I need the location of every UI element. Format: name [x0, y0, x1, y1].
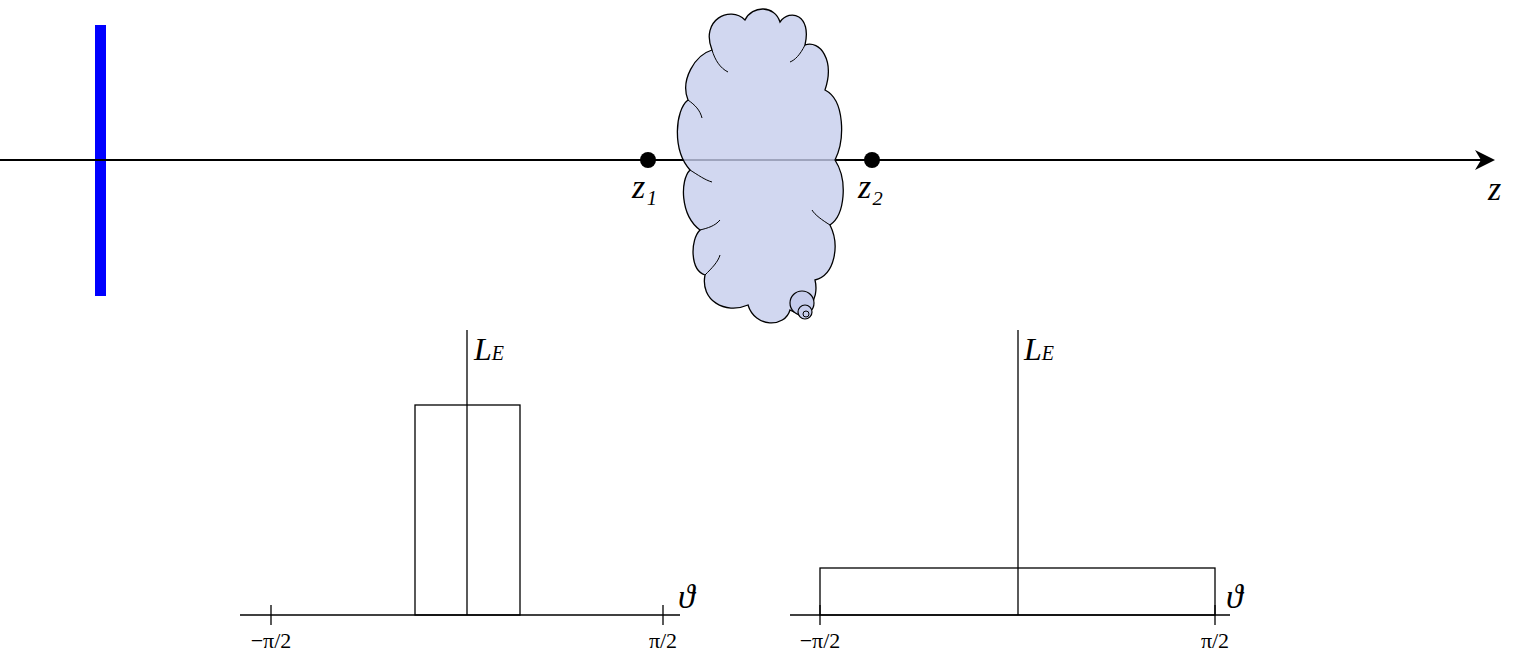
narrow-distribution	[415, 405, 520, 615]
droplet	[803, 311, 809, 317]
axis-label: LE	[474, 333, 504, 365]
point-dot	[864, 152, 880, 168]
point-dot	[640, 152, 656, 168]
tick-label: π/2	[1201, 630, 1229, 652]
droplet	[798, 305, 812, 319]
cloud-detail	[688, 45, 830, 275]
tick-label: −π/2	[251, 630, 292, 652]
tick-label: π/2	[649, 630, 677, 652]
axis-label: LE	[1024, 333, 1054, 365]
axis-label: ϑ	[678, 580, 695, 614]
point-label: z₂	[858, 170, 883, 204]
tick	[662, 605, 663, 625]
axis-arrowhead	[1475, 150, 1495, 170]
tick	[1214, 605, 1215, 625]
tick	[819, 605, 820, 625]
tick	[270, 605, 271, 625]
wide-distribution	[820, 568, 1215, 615]
point-label: z₁	[632, 170, 657, 204]
axis-label: z	[1488, 172, 1501, 206]
luminance-axis	[1017, 330, 1018, 615]
tick-label: −π/2	[800, 630, 841, 652]
axis-label: ϑ	[1226, 580, 1243, 614]
luminance-axis	[466, 330, 467, 615]
scattering-cloud	[677, 9, 843, 323]
